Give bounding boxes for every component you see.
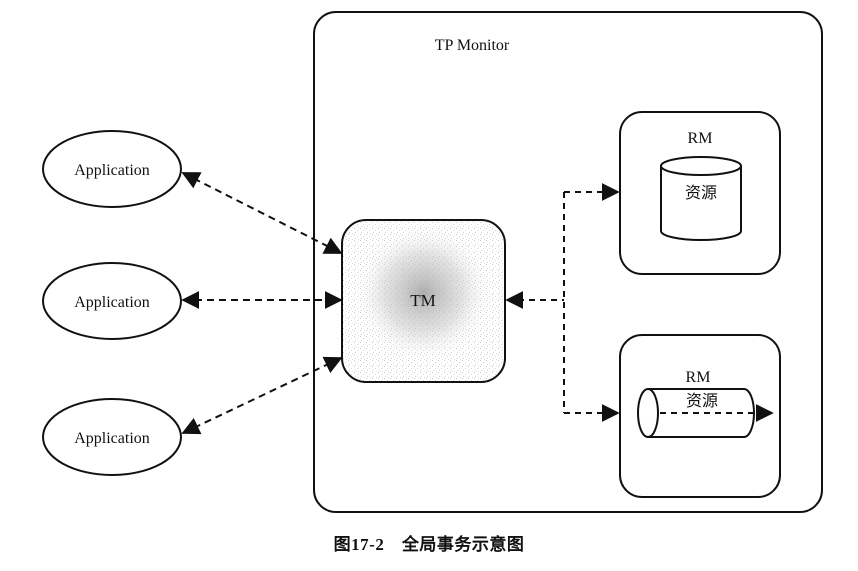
app3-tm-connector <box>181 356 343 435</box>
rm-box: RM 资源 <box>619 111 781 275</box>
application-label: Application <box>74 430 150 447</box>
application-node: Application <box>42 130 182 208</box>
application-node: Application <box>42 398 182 476</box>
figure-caption: 图17-2 全局事务示意图 <box>333 535 525 554</box>
database-cylinder-icon <box>660 156 742 241</box>
application-node: Application <box>42 262 182 340</box>
tm-label: TM <box>410 291 436 310</box>
rm-label: RM <box>686 369 711 386</box>
resource-label: 资源 <box>686 392 718 410</box>
resource-label: 资源 <box>685 184 717 202</box>
application-label: Application <box>74 162 150 179</box>
app1-tm-connector <box>181 172 343 254</box>
application-label: Application <box>74 294 150 311</box>
rm-label: RM <box>688 130 713 147</box>
rm-box: RM 资源 <box>619 334 781 498</box>
tp-monitor-label: TP Monitor <box>435 37 510 54</box>
tm-box: TM <box>341 219 506 383</box>
